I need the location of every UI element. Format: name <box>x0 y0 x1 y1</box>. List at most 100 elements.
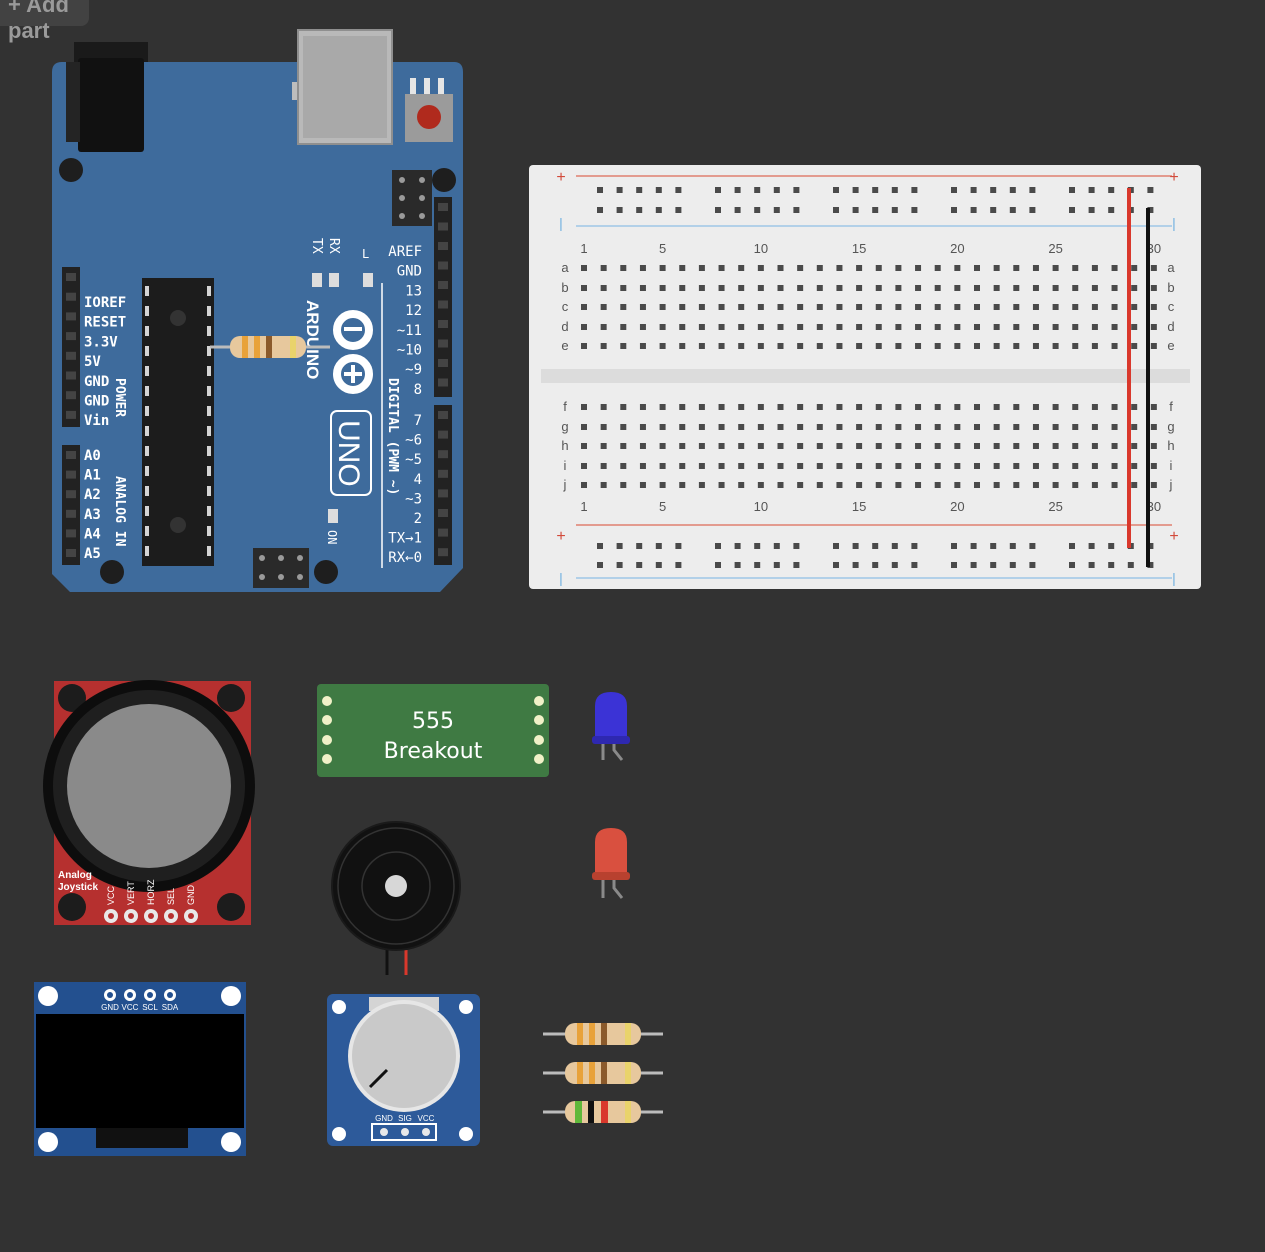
power-pin-label: GND <box>84 374 109 390</box>
timer-555-pin[interactable] <box>322 696 332 706</box>
breadboard-row-label: b <box>561 280 568 295</box>
power-header[interactable] <box>62 267 80 427</box>
tx-led <box>312 273 322 287</box>
arduino-infinity-logo <box>333 310 373 394</box>
power-pin-label: 5V <box>84 354 101 370</box>
digital-pin-label: ~5 <box>405 452 422 468</box>
joystick-pin-label: HORZ <box>146 879 156 905</box>
digital-pin-label: ~10 <box>397 343 422 359</box>
breadboard-row-label: j <box>563 477 567 492</box>
digital-pin-label: 2 <box>414 511 422 527</box>
digital-pin-label: GND <box>397 264 422 280</box>
potentiometer-pin[interactable] <box>380 1128 388 1136</box>
breadboard-row-label: h <box>561 438 568 453</box>
breadboard-column-number: 5 <box>659 499 666 514</box>
timer-555-pin[interactable] <box>322 715 332 725</box>
power-section-label: POWER <box>112 378 127 417</box>
timer-555-pin[interactable] <box>534 696 544 706</box>
breadboard-row-label: e <box>561 338 568 353</box>
add-part-label: + Add part <box>8 0 69 43</box>
joystick-label-2: Joystick <box>58 882 98 893</box>
breadboard-row-label: i <box>564 458 567 473</box>
timer-555-pin[interactable] <box>534 735 544 745</box>
breadboard-column-number: 20 <box>950 499 964 514</box>
breadboard-column-number: 15 <box>852 499 866 514</box>
rail-minus-sign: | <box>559 215 563 231</box>
breadboard-column-number: 30 <box>1147 241 1161 256</box>
mounting-hole <box>432 168 456 192</box>
breadboard-column-number: 25 <box>1048 499 1062 514</box>
icsp2-header <box>253 548 309 588</box>
breadboard-column-number: 15 <box>852 241 866 256</box>
rail-plus-sign: + <box>556 528 565 545</box>
breadboard-row-label: f <box>563 399 567 414</box>
timer-555-pin[interactable] <box>322 735 332 745</box>
joystick-knob[interactable] <box>67 704 231 868</box>
arduino-model: UNO <box>332 420 365 487</box>
rail-plus-sign: + <box>1169 528 1178 545</box>
breadboard-row-label: e <box>1167 338 1174 353</box>
digital-pin-label: AREF <box>388 244 422 260</box>
breadboard-row-label: d <box>561 319 568 334</box>
oled-pin-label: SDA <box>162 1003 179 1012</box>
digital-pin-label: ~11 <box>397 323 422 339</box>
breadboard-row-label: b <box>1167 280 1174 295</box>
digital-pin-label: TX→1 <box>388 531 422 547</box>
timer-555-title: 555 <box>412 709 454 734</box>
digital-section-label: DIGITAL (PWM ~) <box>385 378 400 495</box>
potentiometer-pin-label: SIG <box>398 1114 412 1123</box>
potentiometer-pin[interactable] <box>401 1128 409 1136</box>
resistor[interactable] <box>543 1023 663 1045</box>
oled-pin-label: SCL <box>142 1003 158 1012</box>
potentiometer-pin-label: GND <box>375 1114 393 1123</box>
analog-header[interactable] <box>62 445 80 565</box>
add-part-button[interactable]: + Add part <box>0 0 89 43</box>
buzzer[interactable] <box>331 821 461 975</box>
digital-header-low[interactable] <box>434 405 452 565</box>
timer-555-pin[interactable] <box>534 715 544 725</box>
on-label: ON <box>325 530 339 544</box>
digital-pin-label: 12 <box>405 303 422 319</box>
analog-pin-label: A3 <box>84 507 101 523</box>
breadboard-row-label: g <box>1167 419 1174 434</box>
resistor[interactable] <box>543 1062 663 1084</box>
resistor[interactable] <box>210 336 330 358</box>
analog-pin-label: A0 <box>84 448 101 464</box>
breadboard-row-label: a <box>1167 260 1175 275</box>
resistor[interactable] <box>543 1101 663 1123</box>
digital-pin-label: RX←0 <box>388 550 422 566</box>
reset-button-icon[interactable] <box>405 78 453 142</box>
timer-555-pin[interactable] <box>322 754 332 764</box>
blue-led[interactable] <box>592 692 630 761</box>
breadboard-row-label: d <box>1167 319 1174 334</box>
breadboard-column-number: 1 <box>580 499 587 514</box>
on-led <box>328 509 338 523</box>
breadboard-column-number: 30 <box>1147 499 1161 514</box>
digital-pin-label: 7 <box>414 413 422 429</box>
red-led[interactable] <box>592 828 630 899</box>
digital-pin-label: 4 <box>414 472 422 488</box>
power-pin-label: RESET <box>84 315 126 331</box>
power-pin-label: IOREF <box>84 295 126 311</box>
timer-555-subtitle: Breakout <box>383 739 483 764</box>
breadboard-column-number: 25 <box>1048 241 1062 256</box>
potentiometer-pin[interactable] <box>422 1128 430 1136</box>
digital-pin-label: ~6 <box>405 433 422 449</box>
breadboard-column-number: 5 <box>659 241 666 256</box>
timer-555-pin[interactable] <box>534 754 544 764</box>
potentiometer[interactable]: GND SIG VCC <box>327 994 480 1146</box>
potentiometer-pin-label: VCC <box>418 1114 435 1123</box>
mounting-hole <box>314 560 338 584</box>
breadboard-row-label: h <box>1167 438 1174 453</box>
analog-pin-label: A4 <box>84 526 101 542</box>
breadboard-column-number: 10 <box>754 241 768 256</box>
potentiometer-knob[interactable] <box>368 1068 389 1089</box>
digital-pin-label: ~3 <box>405 491 422 507</box>
mounting-hole <box>100 560 124 584</box>
breadboard-row-label: c <box>1168 299 1175 314</box>
